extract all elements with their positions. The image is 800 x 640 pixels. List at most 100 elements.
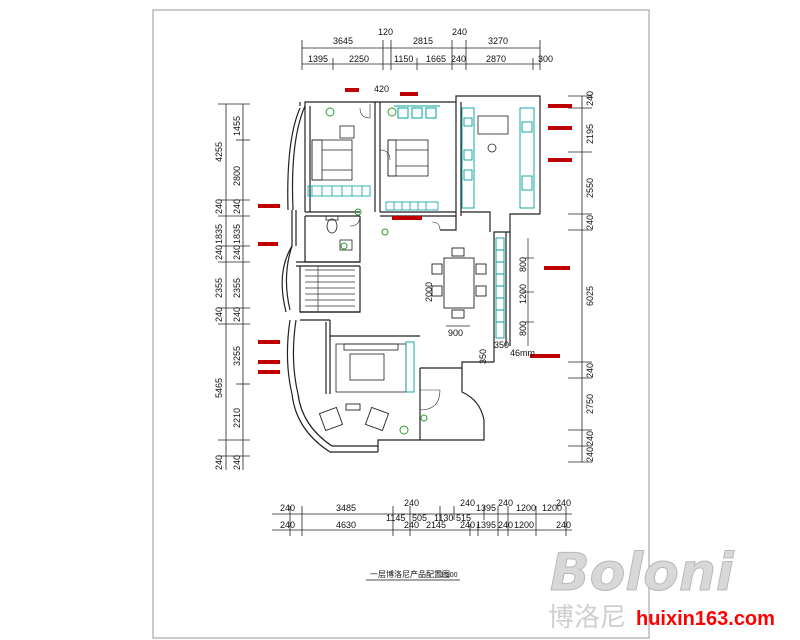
drawing-title: 一层博洛尼产品配置图: [370, 569, 450, 579]
dim-800-a: 800: [518, 257, 528, 272]
left-dim-outer-texts: 4255 240 1835 240 2355 240 5465 240: [214, 142, 224, 470]
toilet-fixture: [325, 215, 353, 251]
door-swings: [349, 104, 441, 411]
right-dim-2: 2550: [585, 178, 595, 198]
bottom-dim-2-2: 240: [404, 520, 419, 530]
top-dimension-lines: [301, 40, 541, 70]
top-dim-2-4: 240: [451, 54, 466, 64]
left-dim-inner-0: 1455: [232, 116, 242, 136]
bottom-dim-row1: 240 3485 240 1145 505 1130 515 240 1395 …: [280, 498, 571, 523]
left-dim-inner-8: 2210: [232, 408, 242, 428]
left-dim-outer-6: 5465: [214, 378, 224, 398]
dim-800-b: 800: [518, 321, 528, 336]
right-dim-8: 240: [585, 447, 595, 462]
right-dim-6: 2750: [585, 394, 595, 414]
top-dim-2-1: 2250: [349, 54, 369, 64]
left-dim-inner-6: 240: [232, 307, 242, 322]
bottom-dim-2-0: 240: [280, 520, 295, 530]
bottom-dim-2-7: 1200: [514, 520, 534, 530]
left-dim-inner-7: 3255: [232, 346, 242, 366]
bottom-dim-1-11: 1200: [542, 503, 562, 513]
left-dim-inner-1: 2800: [232, 166, 242, 186]
bottom-dim-2-8: 240: [556, 520, 571, 530]
right-dim-0: 240: [585, 91, 595, 106]
bottom-dim-1-5: 1130: [434, 513, 453, 523]
dim-420: 420: [374, 84, 389, 94]
bottom-dimension-lines: [272, 506, 572, 536]
bottom-dim-1-7: 240: [460, 498, 475, 508]
dim-2000: 2000: [424, 282, 434, 302]
bottom-dim-2-6: 240: [498, 520, 513, 530]
wardrobe-top-left: [307, 185, 371, 197]
bottom-dim-1-9: 240: [498, 498, 513, 508]
right-dim-5: 240: [585, 363, 595, 378]
dining-sideboard: [495, 237, 505, 339]
top-dim-2-3: 1665: [426, 54, 446, 64]
top-dim-1-3: 240: [452, 27, 467, 37]
tv-cabinet: [405, 341, 415, 393]
bottom-dim-1-10: 1200: [516, 503, 536, 513]
dim-1200: 1200: [518, 284, 528, 304]
bottom-dim-2-1: 4630: [336, 520, 356, 530]
kitchen-cabinets: [461, 107, 535, 209]
right-dim-4: 6025: [585, 286, 595, 306]
bottom-dim-2-4: 240: [460, 520, 475, 530]
bottom-dim-2-5: 1395: [476, 520, 496, 530]
bottom-dim-1-4: 505: [412, 513, 427, 523]
bottom-dim-1-6: 515: [456, 513, 471, 523]
study-desk-set: [394, 105, 440, 119]
top-dim-2-6: 300: [538, 54, 553, 64]
brand-watermark-chinese: 博洛尼: [548, 603, 626, 633]
left-dim-inner-texts: 1455 2800 240 1835 240 2355 240 3255 221…: [232, 116, 242, 470]
bottom-dim-1-8: 1395: [476, 503, 496, 513]
top-dim-1-0: 3645: [333, 36, 353, 46]
top-dim-1-1: 120: [378, 27, 393, 37]
right-dim-3: 240: [585, 215, 595, 230]
top-dim-1-4: 3270: [488, 36, 508, 46]
left-dim-inner-4: 240: [232, 245, 242, 260]
left-dim-outer-4: 2355: [214, 278, 224, 298]
left-dim-outer-2: 1835: [214, 224, 224, 244]
left-dim-outer-7: 240: [214, 455, 224, 470]
left-dim-inner-5: 2355: [232, 278, 242, 298]
left-dimension-lines: [218, 103, 250, 470]
right-dim-7: 240: [585, 431, 595, 446]
left-dim-outer-1: 240: [214, 199, 224, 214]
brand-watermark: Boloni: [550, 543, 735, 603]
second-wardrobe: [385, 201, 439, 211]
top-dim-2-2: 1150: [394, 54, 413, 64]
dining-table: [431, 247, 487, 319]
top-dim-2-0: 1395: [308, 54, 328, 64]
right-dim-1: 2195: [585, 124, 595, 144]
left-dim-inner-3: 1835: [232, 224, 242, 244]
master-bed: [311, 125, 355, 181]
wall-thickness-note: 46mm: [510, 348, 535, 358]
kitchen-island: [477, 115, 509, 153]
living-sofas: [318, 403, 390, 432]
left-dim-outer-3: 240: [214, 245, 224, 260]
top-dim-1-2: 2815: [413, 36, 433, 46]
left-dim-outer-0: 4255: [214, 142, 224, 162]
top-dim-2-5: 2870: [486, 54, 506, 64]
bottom-dim-row2: 240 4630 240 2145 240 1395 240 1200 240: [280, 520, 571, 530]
left-dim-inner-9: 240: [232, 455, 242, 470]
second-bed: [387, 139, 429, 177]
drawing-scale: 1:100: [440, 572, 458, 579]
bottom-dim-1-0: 240: [280, 503, 295, 513]
right-interior-dim-line: [522, 238, 534, 346]
right-dimension-lines: [568, 95, 592, 463]
bottom-dim-1-2: 240: [404, 498, 419, 508]
site-watermark: huixin163.com: [636, 608, 775, 630]
plant-markers: [325, 107, 428, 435]
room-annotations: [258, 88, 572, 374]
left-dim-outer-5: 240: [214, 307, 224, 322]
dim-350-a: 350: [478, 349, 488, 364]
bottom-dim-1-12: 240: [556, 498, 571, 508]
dim-350-b: 350: [494, 340, 509, 350]
bottom-dim-1-1: 3485: [336, 503, 356, 513]
stair-treads: [305, 266, 355, 312]
bottom-dim-2-3: 2145: [426, 520, 446, 530]
bottom-dim-1-3: 1145: [386, 513, 405, 523]
left-dim-inner-2: 240: [232, 199, 242, 214]
